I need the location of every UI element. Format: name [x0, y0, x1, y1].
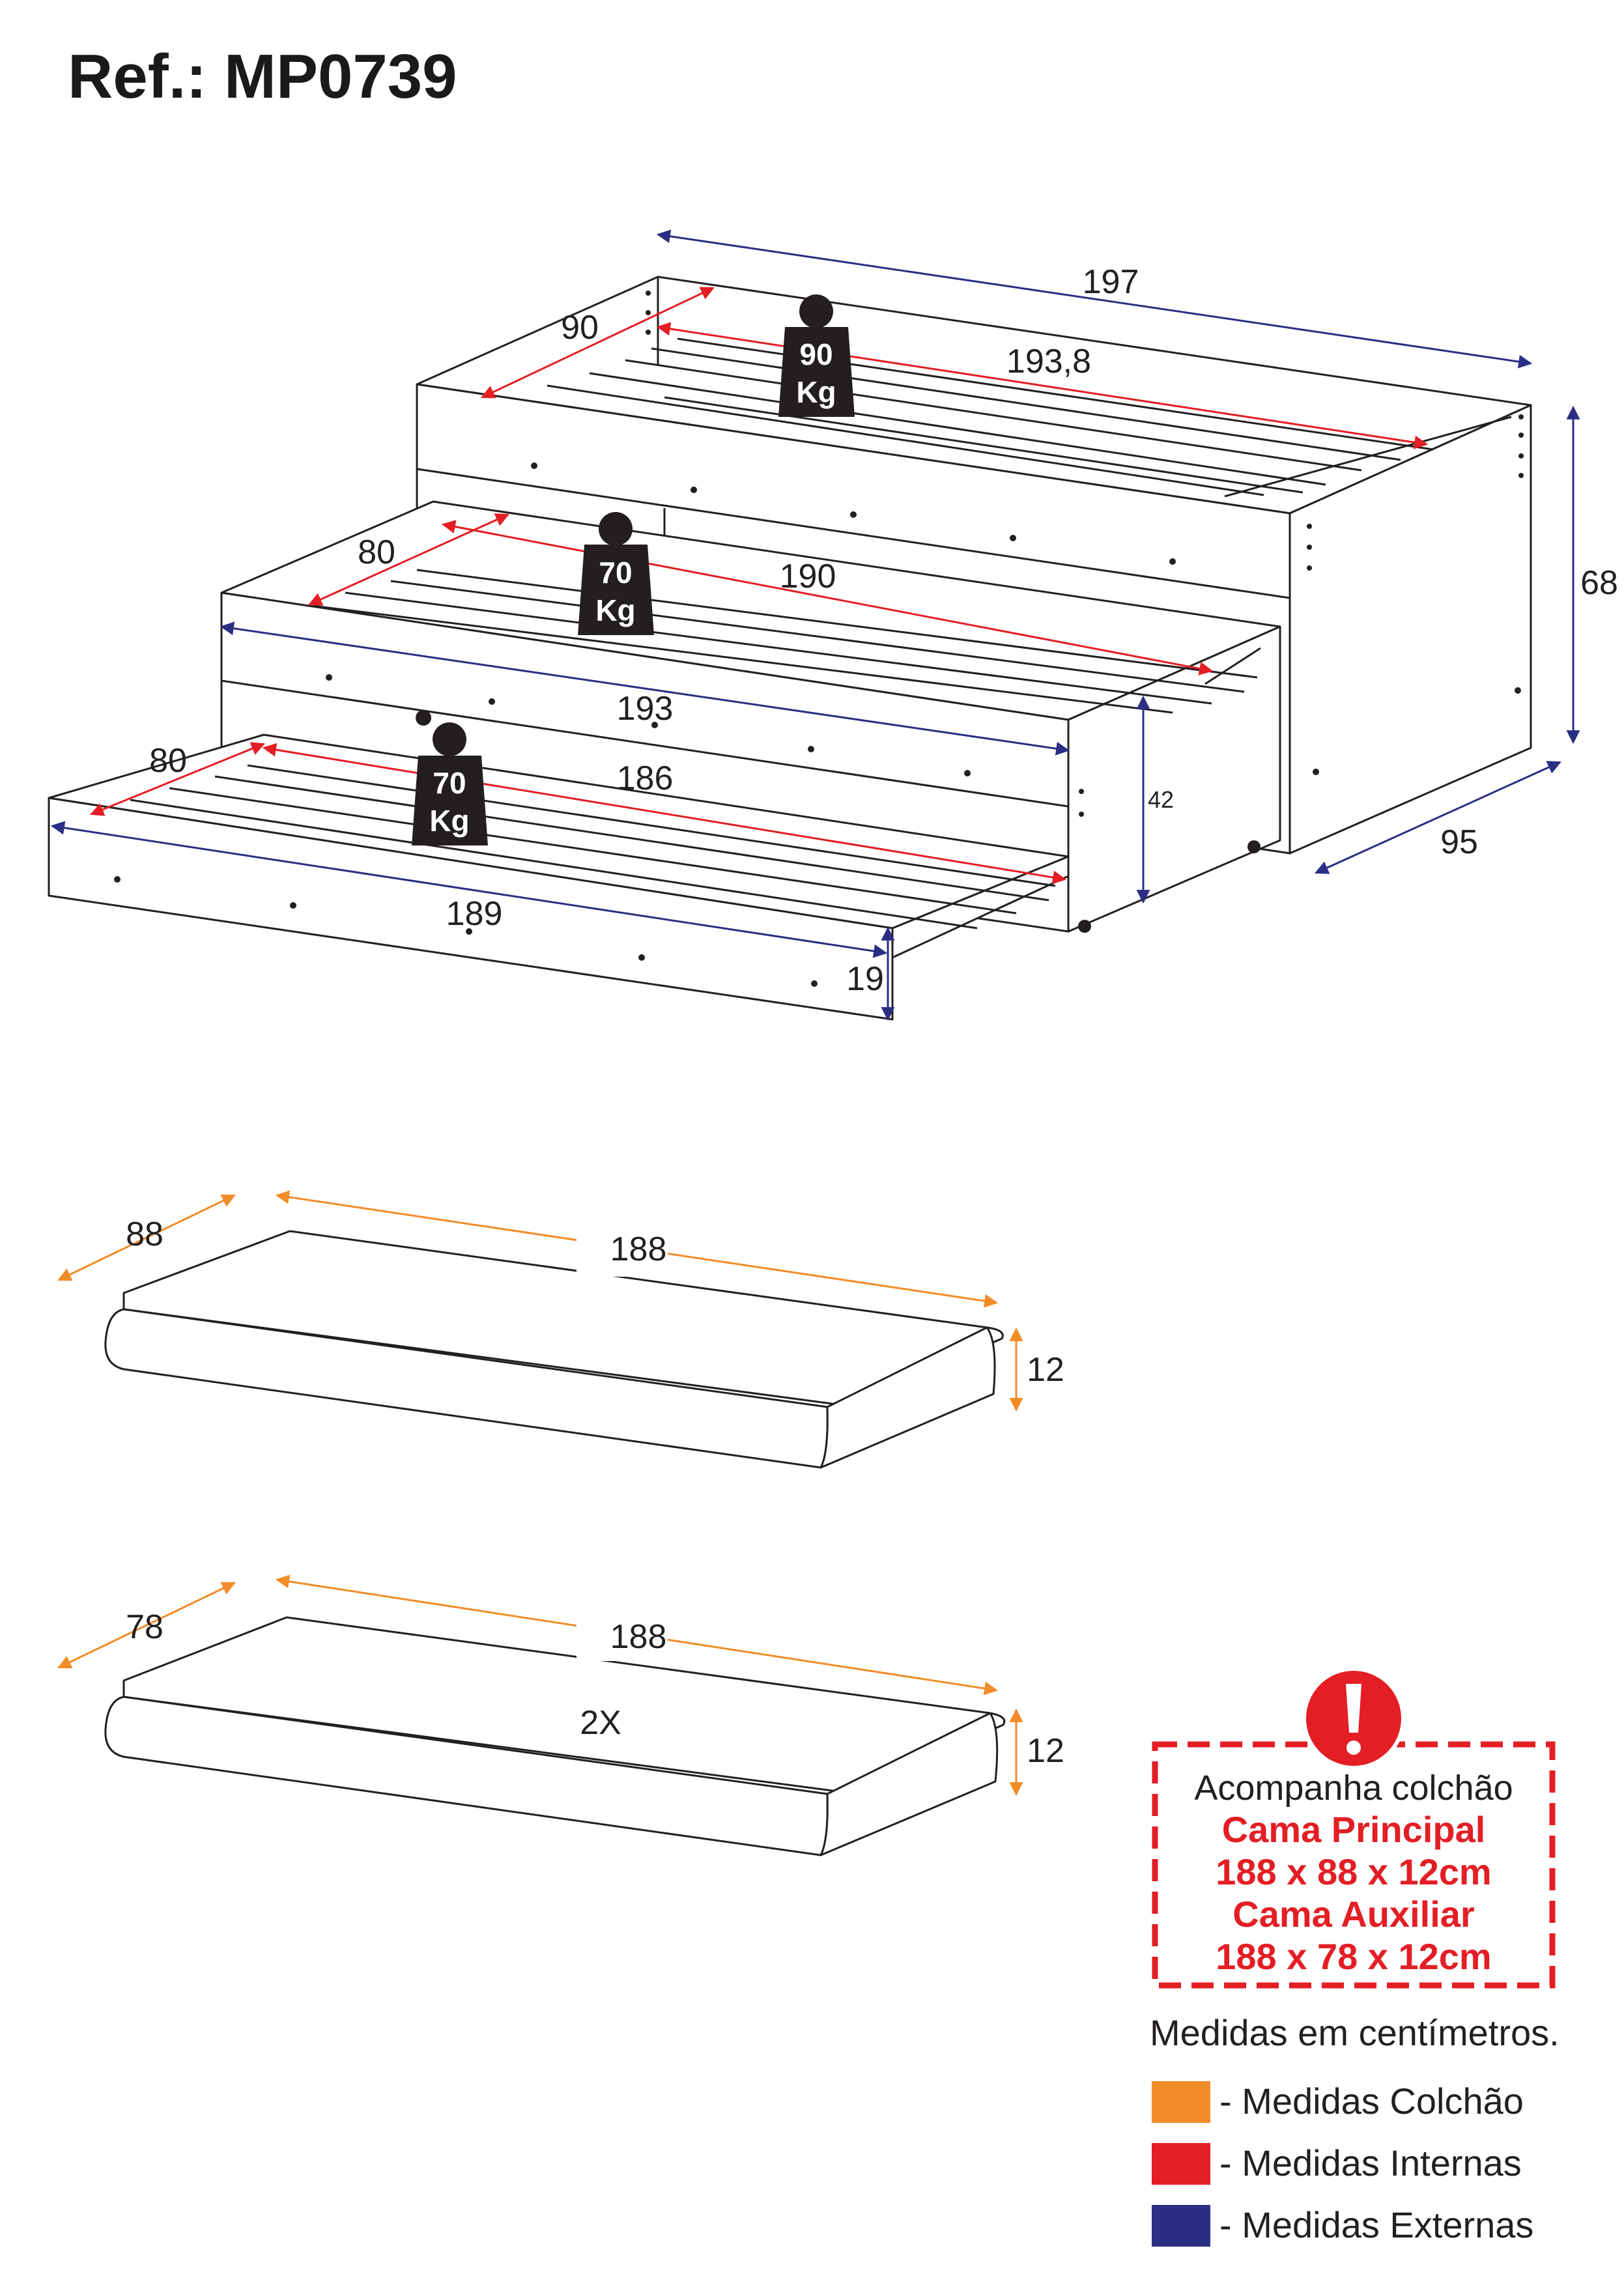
- arrow-external-depth: [1315, 761, 1561, 874]
- label-mattress-aux-length: 188: [610, 1618, 667, 1656]
- arrow-main-inner-width: [481, 287, 715, 399]
- arrow-lower-inner-length: [262, 743, 1067, 885]
- notice-line-3: Cama Auxiliar: [1232, 1894, 1474, 1935]
- legend-swatch-mattress: [1152, 2081, 1210, 2123]
- alert-icon-bar: [1346, 1684, 1361, 1733]
- label-lower-outer-length: 189: [446, 895, 503, 933]
- label-external-length: 197: [1083, 263, 1139, 301]
- legend-label-external: - Medidas Externas: [1219, 2204, 1533, 2245]
- svg-text:70: 70: [599, 556, 632, 590]
- label-mattress-aux-width: 78: [126, 1608, 164, 1646]
- bed-dimension-arrows: [50, 229, 1580, 1021]
- arrow-middle-outer-length: [220, 621, 1070, 756]
- label-gap: [577, 1609, 668, 1661]
- label-middle-height: 42: [1148, 786, 1174, 813]
- weight-badge-lower: 70 Kg: [412, 722, 488, 845]
- svg-text:Kg: Kg: [595, 593, 635, 627]
- label-mattress-quantity: 2X: [580, 1704, 621, 1742]
- legend-label-internal: - Medidas Internas: [1219, 2142, 1522, 2183]
- mattress-auxiliary: [104, 1616, 1006, 1856]
- legend: Medidas em centímetros. - Medidas Colchã…: [1150, 2012, 1560, 2247]
- label-mattress-main-width: 88: [126, 1215, 164, 1253]
- svg-text:90: 90: [799, 337, 833, 371]
- label-lower-inner-length: 186: [617, 760, 674, 797]
- weight-badge-middle: 70 Kg: [578, 512, 654, 635]
- label-main-inner-width: 90: [561, 309, 599, 347]
- notice-line-2: 188 x 88 x 12cm: [1216, 1851, 1491, 1892]
- label-main-inner-length: 193,8: [1006, 343, 1091, 380]
- notice-box: Acompanha colchão Cama Principal 188 x 8…: [1152, 1667, 1556, 1989]
- svg-text:Kg: Kg: [796, 375, 836, 409]
- reference-title: Ref.: MP0739: [68, 42, 457, 111]
- notice-line-1: Cama Principal: [1222, 1809, 1486, 1850]
- legend-heading: Medidas em centímetros.: [1150, 2012, 1560, 2053]
- notice-intro: Acompanha colchão: [1194, 1769, 1513, 1808]
- legend-swatch-internal: [1152, 2143, 1210, 2185]
- arrow-mattress-main-width: [57, 1194, 236, 1281]
- arrow-middle-inner-length: [441, 520, 1214, 675]
- label-middle-outer-length: 193: [617, 690, 674, 728]
- label-external-depth: 95: [1440, 823, 1478, 861]
- label-lower-height: 19: [846, 960, 884, 998]
- arrow-lower-outer-length: [50, 821, 888, 958]
- label-mattress-main-length: 188: [610, 1230, 667, 1268]
- weight-badge-main: 90 Kg: [778, 294, 855, 417]
- label-mattress-main-height: 12: [1027, 1351, 1064, 1389]
- bed-dimension-labels: 197 90 193,8 68 95 80 190 193 42 80 186 …: [149, 263, 1618, 998]
- arrow-mattress-aux-width: [57, 1582, 236, 1669]
- arrow-lower-inner-width: [90, 742, 265, 816]
- mattress-main: [104, 1230, 1004, 1469]
- notice-line-4: 188 x 78 x 12cm: [1216, 1936, 1491, 1977]
- label-mattress-aux-height: 12: [1027, 1732, 1064, 1770]
- alert-icon-dot: [1346, 1740, 1361, 1755]
- legend-label-mattress: - Medidas Colchão: [1219, 2081, 1524, 2122]
- label-middle-inner-width: 80: [358, 533, 395, 571]
- label-lower-inner-width: 80: [149, 742, 187, 780]
- label-middle-inner-length: 190: [780, 558, 836, 595]
- svg-text:Kg: Kg: [429, 804, 469, 838]
- svg-text:70: 70: [433, 766, 466, 800]
- label-external-height: 68: [1580, 564, 1618, 602]
- legend-swatch-external: [1152, 2205, 1210, 2247]
- label-gap: [577, 1225, 668, 1277]
